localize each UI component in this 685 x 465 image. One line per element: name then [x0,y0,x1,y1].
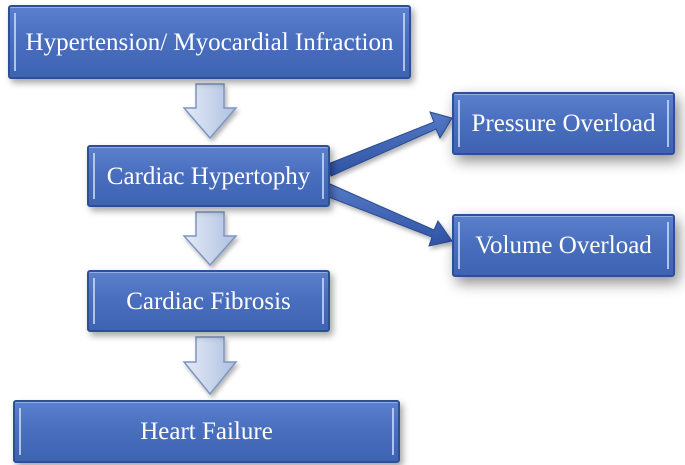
branch-arrow-volume [325,183,453,247]
node-heart-failure-label: Heart Failure [140,418,273,445]
down-arrow-2 [182,211,238,267]
node-cardiac-fibrosis-label: Cardiac Fibrosis [126,287,291,315]
branch-arrow-pressure [327,111,453,177]
node-cardiac-hypertrophy-label: Cardiac Hypertophy [106,162,311,190]
down-arrow-3 [182,336,238,396]
node-heart-failure: Heart Failure [13,400,400,463]
node-hypertension: Hypertension/ Myocardial Infraction [8,5,411,79]
node-pressure-overload-label: Pressure Overload [471,110,656,137]
down-arrow-1 [182,83,238,140]
node-volume-overload-label: Volume Overload [475,232,652,259]
node-volume-overload: Volume Overload [452,214,675,277]
node-pressure-overload: Pressure Overload [452,92,675,155]
node-cardiac-fibrosis: Cardiac Fibrosis [87,270,330,332]
node-cardiac-hypertrophy: Cardiac Hypertophy [87,145,330,207]
node-hypertension-label: Hypertension/ Myocardial Infraction [25,28,394,56]
